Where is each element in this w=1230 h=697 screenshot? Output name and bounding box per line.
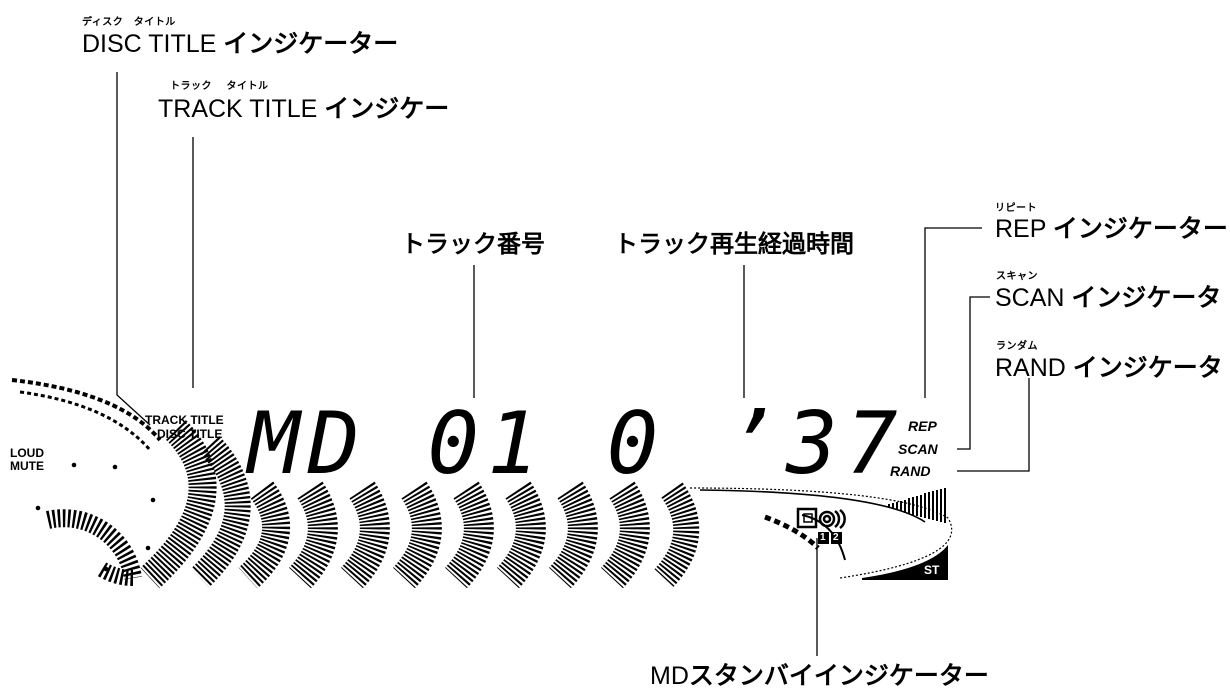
spectrum-bar-5 — [340, 481, 390, 589]
disc-rings-icon — [818, 508, 846, 530]
disc-number-boxes — [818, 532, 842, 544]
st-block — [862, 545, 948, 580]
right-arc-outer — [689, 487, 953, 579]
rep-callout-jp: インジケーター — [1052, 214, 1228, 243]
right-arc-inner — [801, 514, 846, 561]
dial-dot-4 — [150, 497, 156, 503]
upper-sweep-outer — [11, 378, 162, 442]
lcd-st: ST — [924, 563, 940, 577]
right-meter — [862, 488, 948, 580]
lcd-track-title: TRACK TITLE — [145, 413, 224, 427]
lcd-rand: RAND — [890, 463, 931, 479]
scan-ruby: スキャン — [996, 271, 1038, 282]
track-title-callout: TRACK TITLE インジケー — [158, 94, 450, 124]
spectrum-bar-7 — [444, 481, 494, 589]
lcd-rep: REP — [908, 418, 937, 434]
disc-title-callout: DISC TITLE インジケーター — [82, 29, 399, 59]
track-title-ruby: トラック タイトル — [170, 81, 269, 92]
upper-sweeps — [11, 378, 162, 451]
right-meter-ticks — [888, 488, 946, 523]
rand-ruby: ランダム — [996, 341, 1038, 352]
lcd-mute: MUTE — [10, 459, 44, 473]
scan-callout-jp: インジケータ — [1071, 283, 1222, 312]
track-number-label: トラック番号 — [401, 230, 545, 258]
spectrum-bars — [140, 420, 700, 589]
right-arc-mid — [699, 489, 926, 523]
standby-dashes — [764, 514, 820, 550]
spectrum-bar-10 — [600, 481, 650, 589]
rep-callout-en: REP — [995, 215, 1053, 243]
leader-rand — [957, 378, 1030, 472]
leader-lines — [116, 72, 1030, 656]
md-standby-callout-en: MD — [650, 662, 689, 690]
spectrum-bar-4 — [288, 481, 338, 589]
leader-rep — [924, 227, 982, 398]
md-standby-callout-jp: スタンバイインジケーター — [688, 661, 989, 690]
upper-sweep-inner — [19, 390, 152, 451]
spectrum-bar-1 — [140, 420, 217, 589]
elapsed-time-label: トラック再生経過時間 — [614, 230, 854, 258]
rand-callout-jp: インジケータ — [1072, 353, 1223, 382]
spectrum-bar-9 — [548, 481, 598, 589]
spectrum-bar-8 — [496, 481, 546, 589]
leader-disc-title — [116, 72, 151, 426]
md-standby-icon — [796, 507, 818, 529]
lcd-scan: SCAN — [898, 441, 938, 457]
spectrum-bar-11 — [654, 482, 700, 587]
rep-callout: REP インジケーター — [995, 214, 1228, 244]
rand-callout-en: RAND — [995, 354, 1073, 382]
md-standby-callout: MDスタンバイインジケーター — [650, 661, 989, 691]
loud-dial — [35, 462, 156, 586]
disc-number-2: 2 — [833, 532, 839, 543]
leader-scan — [957, 296, 990, 450]
lcd-segment-readout: MD 01 0 ’37 — [248, 394, 906, 494]
spectrum-bar-3 — [238, 481, 290, 589]
disc-number-1: 1 — [820, 532, 826, 543]
spectrum-bar-2 — [190, 436, 251, 588]
dial-dot-2 — [71, 462, 77, 468]
disc-title-ruby: ディスク タイトル — [82, 17, 176, 28]
dial-dot-1 — [35, 505, 41, 511]
rep-ruby: リピート — [995, 203, 1037, 214]
lcd-disc-title: DISC TITLE — [157, 427, 223, 441]
lcd-loud: LOUD — [10, 446, 44, 460]
rand-callout: RAND インジケータ — [995, 353, 1223, 383]
disc-title-callout-en: DISC TITLE — [82, 30, 224, 58]
spectrum-bar-6 — [392, 481, 442, 589]
disc-title-callout-jp: インジケーター — [223, 29, 399, 58]
loud-dial-arc — [45, 509, 142, 580]
dial-dot-3 — [112, 464, 118, 470]
track-title-callout-jp: インジケー — [324, 94, 450, 123]
track-title-callout-en: TRACK TITLE — [158, 95, 325, 123]
dial-dot-5 — [145, 545, 151, 551]
right-arcs — [689, 487, 953, 579]
loud-dial-arc-lower — [95, 561, 134, 586]
scan-callout-en: SCAN — [995, 284, 1072, 312]
scan-callout: SCAN インジケータ — [995, 283, 1222, 313]
dial-dot-6 — [103, 566, 109, 572]
